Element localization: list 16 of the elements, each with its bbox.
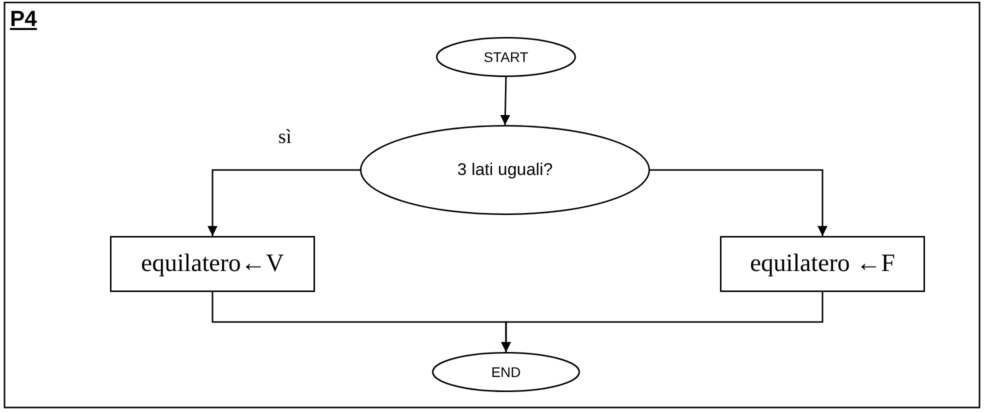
- node-text: END: [491, 364, 521, 380]
- arrow: [501, 292, 824, 352]
- title: P4: [10, 6, 37, 32]
- end-terminal: [432, 352, 580, 392]
- arrow: [500, 76, 510, 126]
- decision-ellipse: [360, 125, 650, 215]
- process-box: [720, 236, 925, 292]
- arrow: [650, 169, 828, 236]
- arrow: [208, 169, 360, 236]
- node-text: 3 lati uguali?: [457, 160, 553, 180]
- node-text: equilatero ←F: [750, 250, 896, 278]
- node-text: equilatero←V: [140, 250, 284, 278]
- start-terminal: [436, 37, 576, 77]
- edge-label: sì: [278, 126, 292, 149]
- node-text: START: [484, 49, 528, 65]
- process-box: [110, 236, 315, 292]
